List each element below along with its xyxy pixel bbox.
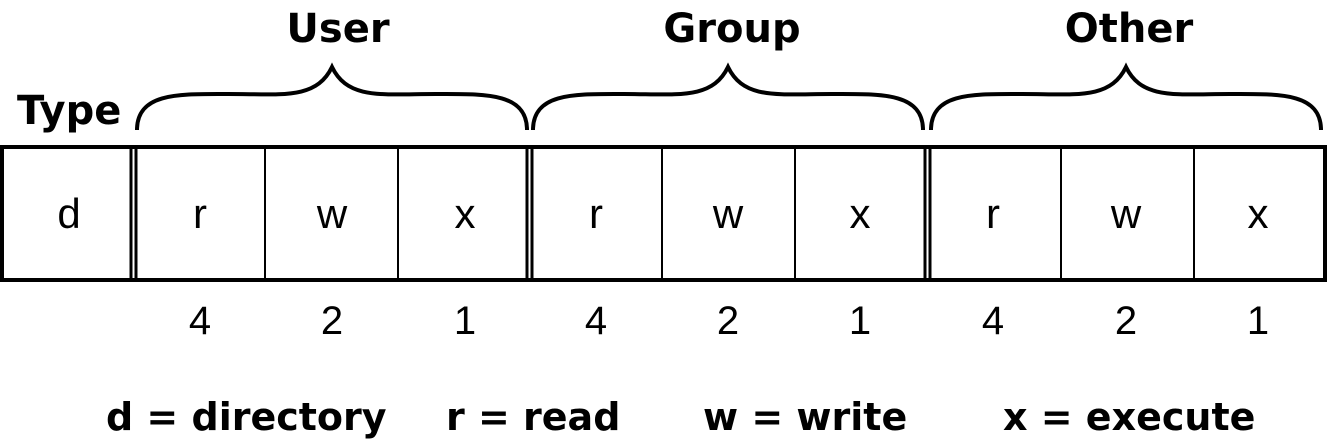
- legend-write: w = write: [703, 395, 907, 439]
- group-separator: [129, 147, 138, 280]
- legend-read: r = read: [446, 395, 620, 439]
- cell-user-write: w: [316, 190, 348, 237]
- weight-other-execute: 1: [1247, 299, 1269, 343]
- weight-user-write: 2: [321, 299, 343, 343]
- brace-group: [531, 62, 925, 131]
- cell-group-read: r: [589, 190, 603, 237]
- cell-type: d: [57, 190, 80, 237]
- group-label-other: Other: [1065, 6, 1194, 52]
- weight-group-read: 4: [585, 299, 607, 343]
- cell-other-read: r: [986, 190, 1000, 237]
- cell-group-write: w: [712, 190, 744, 237]
- weight-group-execute: 1: [849, 299, 871, 343]
- group-label-user: User: [286, 6, 389, 52]
- cell-group-execute: x: [850, 190, 871, 237]
- group-separator: [923, 147, 932, 280]
- cell-user-execute: x: [455, 190, 476, 237]
- legend-directory: d = directory: [106, 395, 387, 439]
- type-label: Type: [17, 88, 121, 134]
- weight-group-write: 2: [717, 299, 739, 343]
- group-label-group: Group: [663, 6, 800, 52]
- weight-other-read: 4: [982, 299, 1004, 343]
- weight-other-write: 2: [1115, 299, 1137, 343]
- permission-box: [0, 145, 1327, 282]
- weight-user-execute: 1: [454, 299, 476, 343]
- cell-user-read: r: [193, 190, 207, 237]
- brace-user: [135, 62, 529, 131]
- group-separator: [525, 147, 534, 280]
- cell-other-execute: x: [1248, 190, 1269, 237]
- cell-other-write: w: [1110, 190, 1142, 237]
- legend-execute: x = execute: [1003, 395, 1255, 439]
- weight-user-read: 4: [189, 299, 211, 343]
- brace-other: [929, 62, 1323, 131]
